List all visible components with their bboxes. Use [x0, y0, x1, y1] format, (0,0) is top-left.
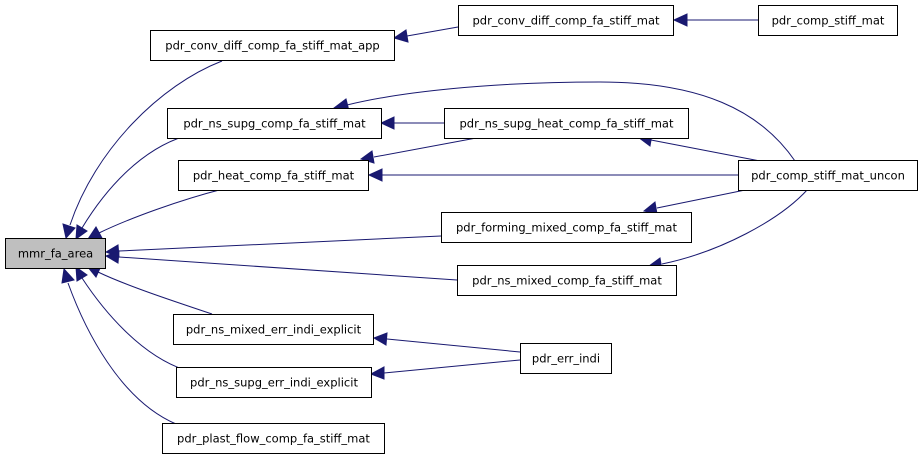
node-label: pdr_comp_stiff_mat — [772, 14, 885, 28]
edge-err-indi-to-ns-mixed-err — [372, 332, 521, 353]
edge-ns-mixed-to-mmr-fa-area — [104, 250, 458, 281]
node-label: pdr_comp_stiff_mat_uncon — [751, 169, 905, 183]
node-pdr-ns-mixed-err-indi-explicit[interactable]: pdr_ns_mixed_err_indi_explicit — [173, 314, 374, 345]
node-pdr-conv-diff-comp-fa-stiff-mat-app[interactable]: pdr_conv_diff_comp_fa_stiff_mat_app — [150, 30, 395, 61]
node-pdr-forming-mixed-comp-fa-stiff-mat[interactable]: pdr_forming_mixed_comp_fa_stiff_mat — [441, 212, 692, 243]
node-pdr-err-indi[interactable]: pdr_err_indi — [520, 343, 612, 374]
node-mmr-fa-area[interactable]: mmr_fa_area — [5, 238, 106, 269]
edge-comp-stiff-to-conv — [672, 13, 758, 27]
edge-err-indi-to-ns-supg-err — [369, 359, 521, 380]
node-label: pdr_ns_mixed_comp_fa_stiff_mat — [472, 274, 662, 288]
node-pdr-conv-diff-comp-fa-stiff-mat[interactable]: pdr_conv_diff_comp_fa_stiff_mat — [458, 5, 674, 36]
edge-ns-mixed-err-to-mmr-fa-area — [85, 265, 213, 315]
edge-forming-to-mmr-fa-area — [104, 235, 442, 258]
node-label: pdr_err_indi — [532, 352, 600, 366]
edge-ns-supg-heat-to-ns-supg — [379, 116, 444, 130]
node-pdr-heat-comp-fa-stiff-mat[interactable]: pdr_heat_comp_fa_stiff_mat — [178, 160, 369, 191]
node-label: pdr_conv_diff_comp_fa_stiff_mat — [472, 14, 660, 28]
edge-ns-supg-heat-to-heat — [359, 135, 488, 164]
node-label: pdr_plast_flow_comp_fa_stiff_mat — [177, 432, 370, 446]
node-label: pdr_ns_supg_heat_comp_fa_stiff_mat — [460, 117, 674, 131]
edge-ns-supg-err-to-mmr-fa-area — [75, 265, 186, 371]
node-pdr-comp-stiff-mat-uncon[interactable]: pdr_comp_stiff_mat_uncon — [738, 160, 918, 191]
node-pdr-ns-supg-err-indi-explicit[interactable]: pdr_ns_supg_err_indi_explicit — [176, 367, 372, 398]
node-label: pdr_forming_mixed_comp_fa_stiff_mat — [456, 221, 677, 235]
node-pdr-ns-supg-comp-fa-stiff-mat[interactable]: pdr_ns_supg_comp_fa_stiff_mat — [167, 108, 382, 139]
node-label: pdr_heat_comp_fa_stiff_mat — [193, 169, 355, 183]
node-pdr-ns-supg-heat-comp-fa-stiff-mat[interactable]: pdr_ns_supg_heat_comp_fa_stiff_mat — [444, 108, 689, 139]
node-pdr-plast-flow-comp-fa-stiff-mat[interactable]: pdr_plast_flow_comp_fa_stiff_mat — [162, 423, 385, 454]
node-pdr-comp-stiff-mat[interactable]: pdr_comp_stiff_mat — [758, 5, 898, 36]
node-label: pdr_ns_supg_comp_fa_stiff_mat — [183, 117, 366, 131]
edge-plast-to-mmr-fa-area — [61, 267, 177, 425]
node-label: pdr_ns_supg_err_indi_explicit — [190, 376, 358, 390]
edge-uncon-to-forming — [642, 187, 756, 215]
node-label: pdr_ns_mixed_err_indi_explicit — [186, 323, 362, 337]
node-pdr-ns-mixed-comp-fa-stiff-mat[interactable]: pdr_ns_mixed_comp_fa_stiff_mat — [457, 265, 677, 296]
edge-uncon-to-heat — [367, 168, 738, 182]
edge-heat-to-mmr-fa-area — [87, 188, 224, 240]
edge-conv-app-to-mmr-fa-area — [62, 60, 223, 240]
node-label: mmr_fa_area — [18, 247, 93, 261]
edge-conv-to-conv-app — [392, 26, 459, 43]
edge-ns-supg-to-mmr-fa-area — [75, 135, 186, 241]
node-label: pdr_conv_diff_comp_fa_stiff_mat_app — [165, 39, 379, 53]
